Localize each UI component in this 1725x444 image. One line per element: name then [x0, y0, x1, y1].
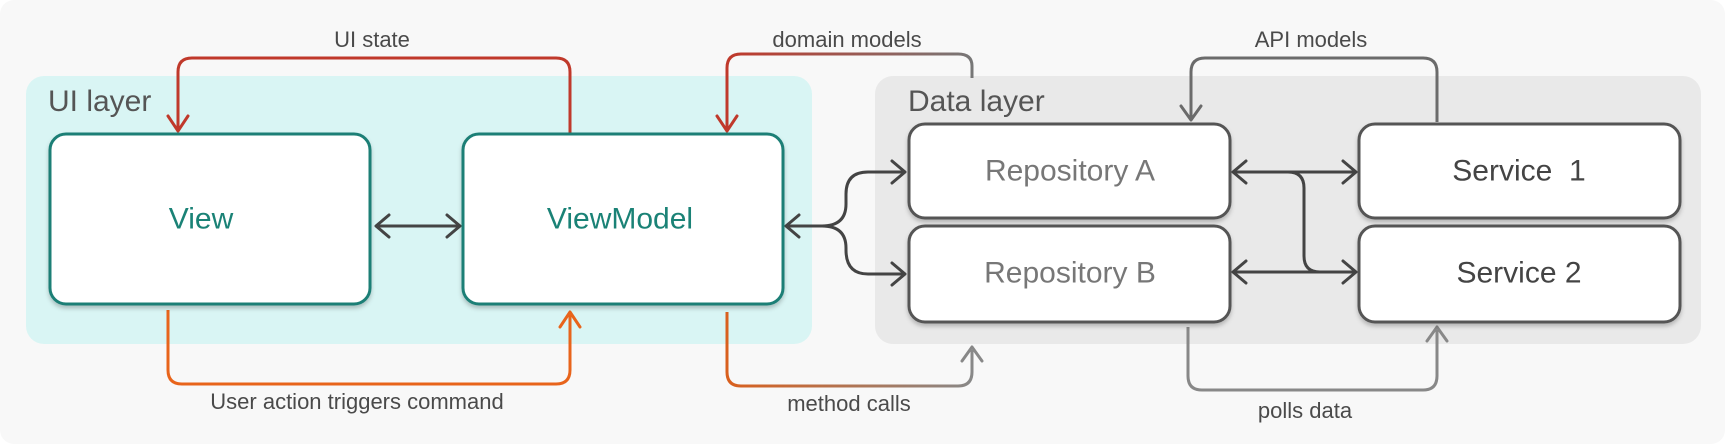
viewmodel-box: [461, 132, 785, 306]
user-action-label: User action triggers command: [210, 389, 503, 414]
method-calls-arrowhead: [960, 345, 984, 363]
service-2-arrowhead: [1341, 259, 1358, 285]
user-action-arrowhead: [558, 310, 582, 329]
ui-state-arrow: [176, 56, 572, 133]
service-2-label: Service 2: [1456, 257, 1581, 290]
domain-models-label: domain models: [772, 27, 921, 52]
view-viewmodel-arrowhead-right: [445, 213, 462, 239]
api-models-label: API models: [1255, 27, 1368, 52]
data-layer-label: Data layer: [908, 85, 1045, 118]
repository-b-arrowhead: [890, 261, 907, 287]
api-models-arrow: [1189, 56, 1439, 122]
ui-state-arrowhead: [166, 114, 190, 133]
ui-layer-label: UI layer: [48, 85, 151, 118]
repository-b-box: [907, 224, 1232, 324]
viewmodel-arrowhead: [784, 213, 801, 239]
domain-models-arrowhead: [715, 114, 739, 133]
repo-a-arrowhead-left: [1231, 159, 1248, 185]
repository-a-label: Repository A: [985, 155, 1155, 188]
service-1-label: Service 1: [1452, 155, 1585, 188]
polls-data-arrowhead: [1425, 325, 1449, 343]
view-label: View: [169, 203, 234, 236]
repository-a-box: [907, 122, 1232, 220]
repo-b-arrowhead-left: [1231, 259, 1248, 285]
repository-a-arrowhead: [890, 159, 907, 185]
ui-state-label: UI state: [334, 27, 410, 52]
service-2-box: [1357, 224, 1682, 324]
polls-data-arrow: [1186, 327, 1439, 392]
viewmodel-label: ViewModel: [547, 203, 693, 236]
method-calls-label: method calls: [787, 391, 911, 416]
repository-b-label: Repository B: [984, 257, 1156, 290]
api-models-arrowhead: [1179, 104, 1203, 122]
view-box: [48, 132, 372, 306]
view-viewmodel-arrowhead-left: [374, 213, 391, 239]
method-calls-arrow: [725, 312, 974, 388]
user-action-arrow: [166, 310, 572, 386]
polls-data-label: polls data: [1258, 398, 1353, 423]
domain-models-arrow: [725, 52, 974, 130]
service-1-arrowhead: [1341, 159, 1358, 185]
service-1-box: [1357, 122, 1682, 220]
viewmodel-repositories-link: [786, 170, 905, 276]
